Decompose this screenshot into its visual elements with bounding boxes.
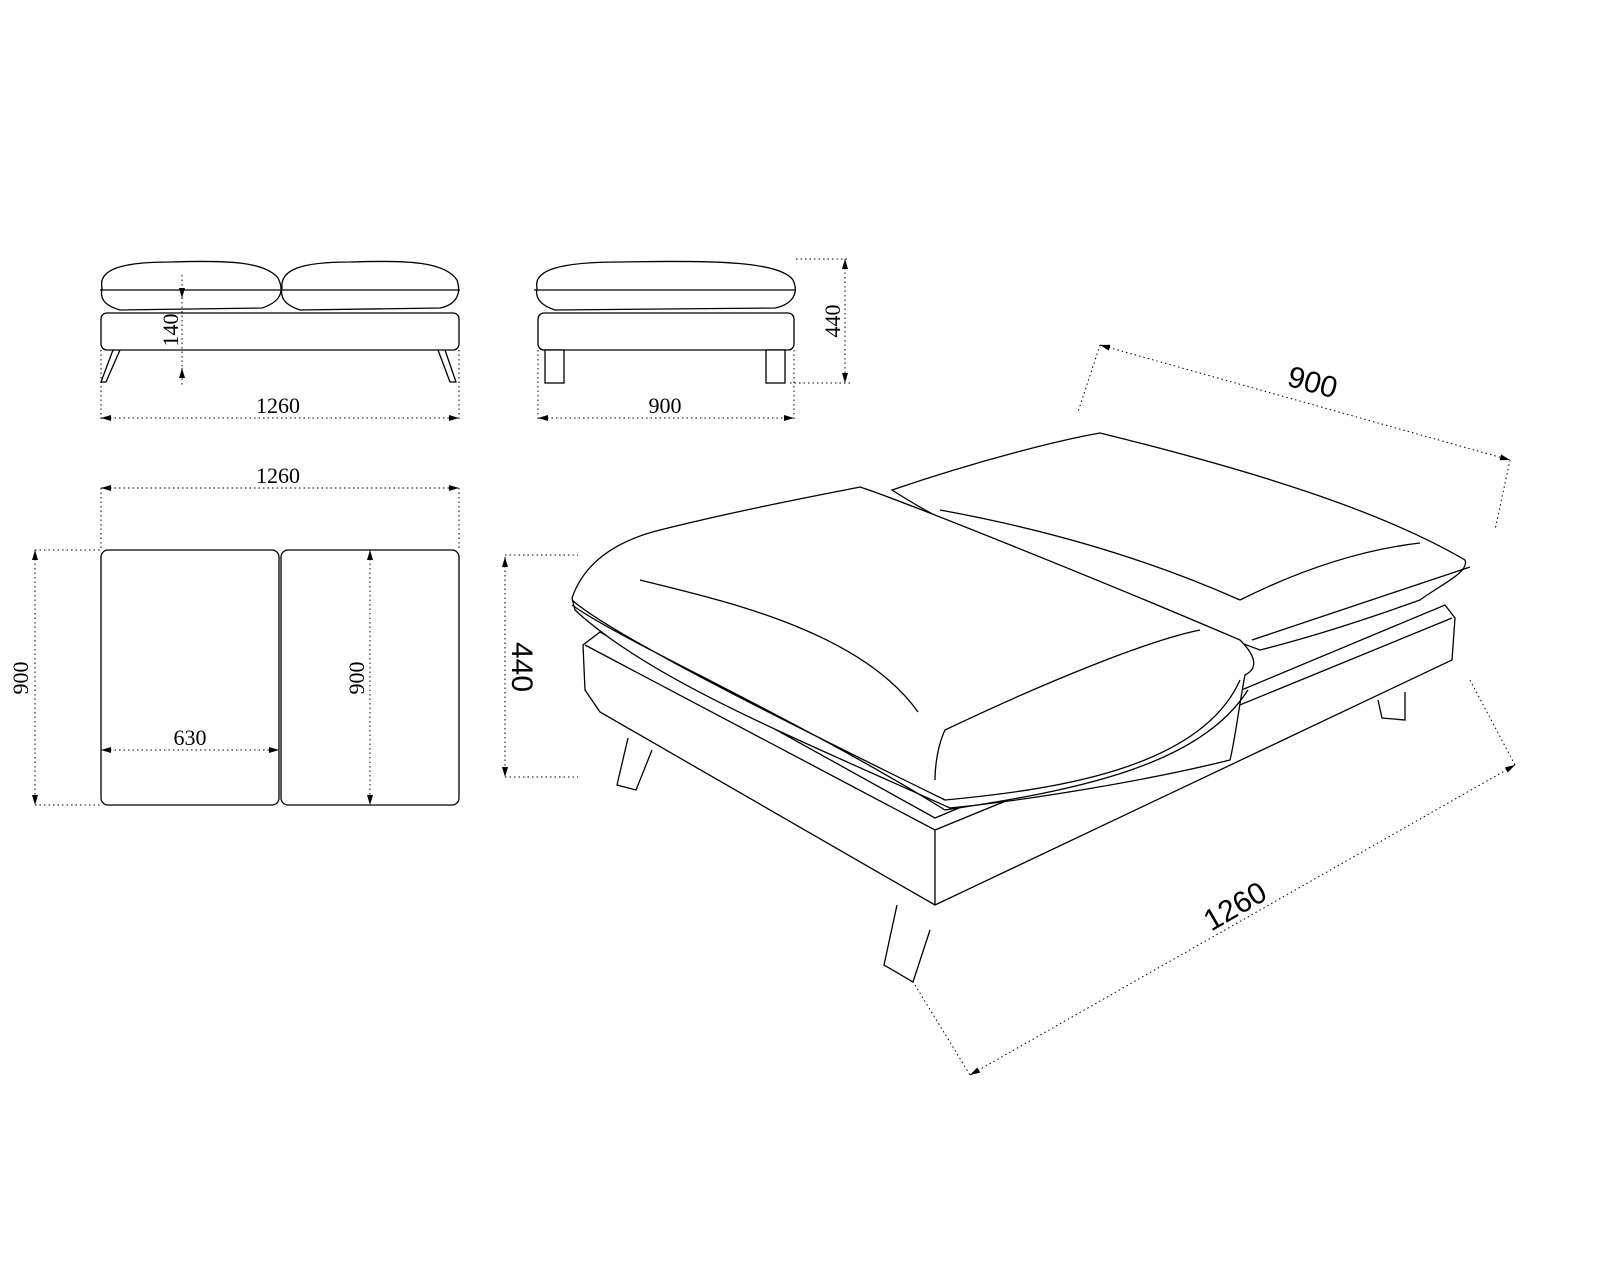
top-depth-label-inner: 900 xyxy=(344,662,369,695)
side-cushion xyxy=(535,260,796,311)
front-base xyxy=(100,312,460,351)
side-height-label: 440 xyxy=(820,305,845,338)
iso-back-leg xyxy=(1377,692,1406,721)
side-left-leg xyxy=(544,349,565,384)
iso-front-leg xyxy=(883,904,931,983)
iso-left-cushion xyxy=(571,486,1255,809)
iso-width-label: 1260 xyxy=(1198,876,1272,938)
side-view: 440 900 xyxy=(534,258,850,421)
top-width-label: 1260 xyxy=(256,463,300,488)
front-left-cushion xyxy=(100,260,282,311)
top-cushion-width-label: 630 xyxy=(174,725,207,750)
front-cushion-height-label: 140 xyxy=(158,314,183,347)
side-base xyxy=(537,312,795,351)
isometric-view: 900 1260 440 xyxy=(502,344,1516,1076)
top-left-cushion xyxy=(100,549,280,806)
front-right-cushion xyxy=(280,260,460,311)
front-view: 140 1260 xyxy=(100,260,460,421)
front-right-leg xyxy=(437,349,457,383)
front-left-leg xyxy=(100,349,121,383)
iso-depth-label: 900 xyxy=(1284,360,1341,405)
side-right-leg xyxy=(765,349,786,384)
top-view: 1260 900 900 630 xyxy=(8,463,460,806)
top-depth-label-left: 900 xyxy=(8,662,33,695)
front-width-label: 1260 xyxy=(256,393,300,418)
iso-left-leg xyxy=(616,737,653,791)
iso-height-label: 440 xyxy=(505,642,538,692)
side-depth-label: 900 xyxy=(649,393,682,418)
